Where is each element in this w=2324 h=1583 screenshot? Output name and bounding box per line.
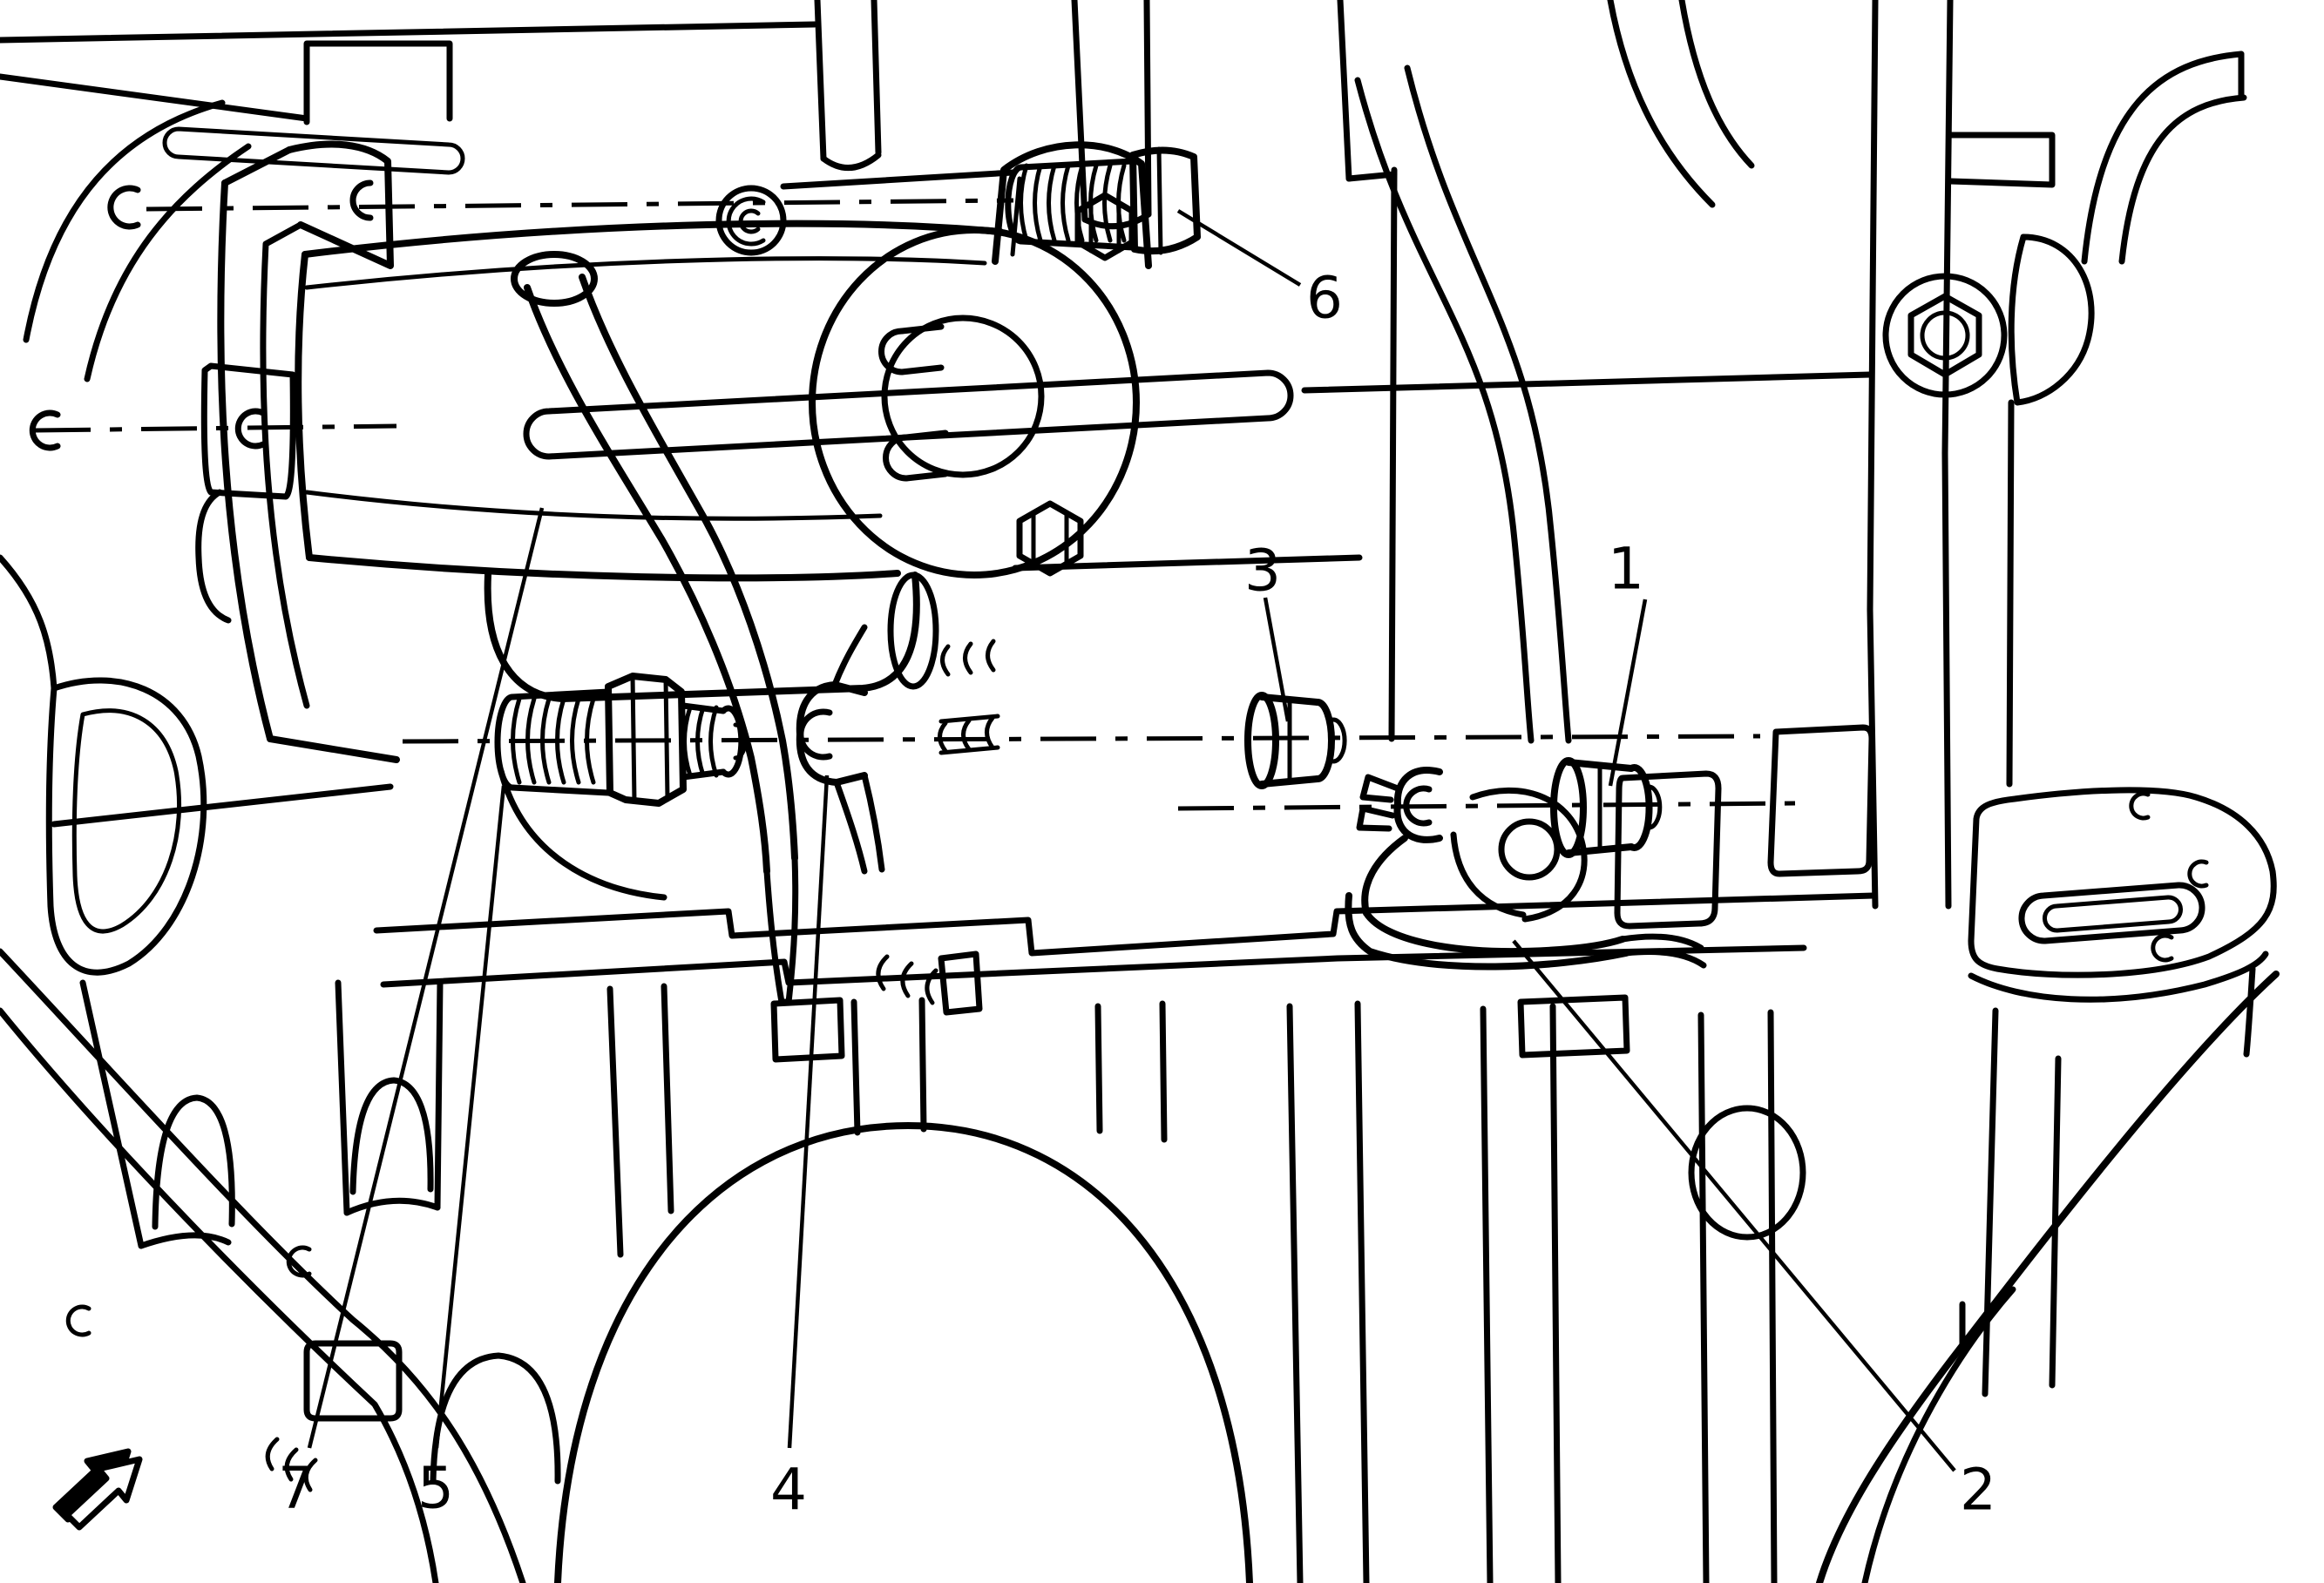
centerline-bolt-6 <box>146 198 1014 212</box>
leader-line <box>307 507 545 1449</box>
harness-bracket-2 <box>1345 767 1707 971</box>
bolt-hole <box>29 409 61 451</box>
callout-label: 1 <box>1608 536 1644 603</box>
nut-1 <box>1550 757 1663 858</box>
callout-3: 3 <box>1244 538 1291 722</box>
starter-bolt-6 <box>1005 146 1201 255</box>
bolt-hole <box>234 408 267 450</box>
callout-label: 5 <box>417 1455 454 1522</box>
callout-1: 1 <box>1608 536 1648 787</box>
bolt-hole <box>349 179 374 221</box>
cable-collar <box>511 251 598 307</box>
callout-label: 2 <box>1960 1457 1996 1524</box>
callout-6: 6 <box>1176 209 1343 332</box>
centerlines <box>34 198 1796 811</box>
centerline-nut-1 <box>1177 801 1796 811</box>
leader-line <box>1263 597 1291 722</box>
fasteners-art <box>494 146 1707 971</box>
centerline-stud-5 <box>402 734 1761 744</box>
leader-line <box>787 775 830 1449</box>
callouts: 1 2 3 4 5 6 7 <box>278 209 1996 1524</box>
cable-terminal-4 <box>796 624 885 875</box>
callout-label: 6 <box>1306 265 1343 332</box>
callout-4: 4 <box>770 775 830 1524</box>
starter-end-cap <box>809 227 1140 578</box>
callout-5: 5 <box>417 785 506 1522</box>
leader-line <box>1512 939 1956 1472</box>
leader-line <box>434 785 506 1449</box>
starter-motor-art <box>195 140 1152 1005</box>
callout-7: 7 <box>278 507 545 1522</box>
leader-line <box>1176 209 1302 287</box>
callout-label: 3 <box>1244 538 1281 605</box>
leader-line <box>1608 599 1648 787</box>
nut-3 <box>1244 692 1347 789</box>
callout-label: 7 <box>278 1455 315 1522</box>
view-direction-arrow-icon <box>52 1448 143 1531</box>
callout-label: 4 <box>770 1457 807 1524</box>
callout-2: 2 <box>1512 939 1996 1524</box>
bolt-hole <box>107 185 141 230</box>
centerline-bracket <box>34 423 397 433</box>
